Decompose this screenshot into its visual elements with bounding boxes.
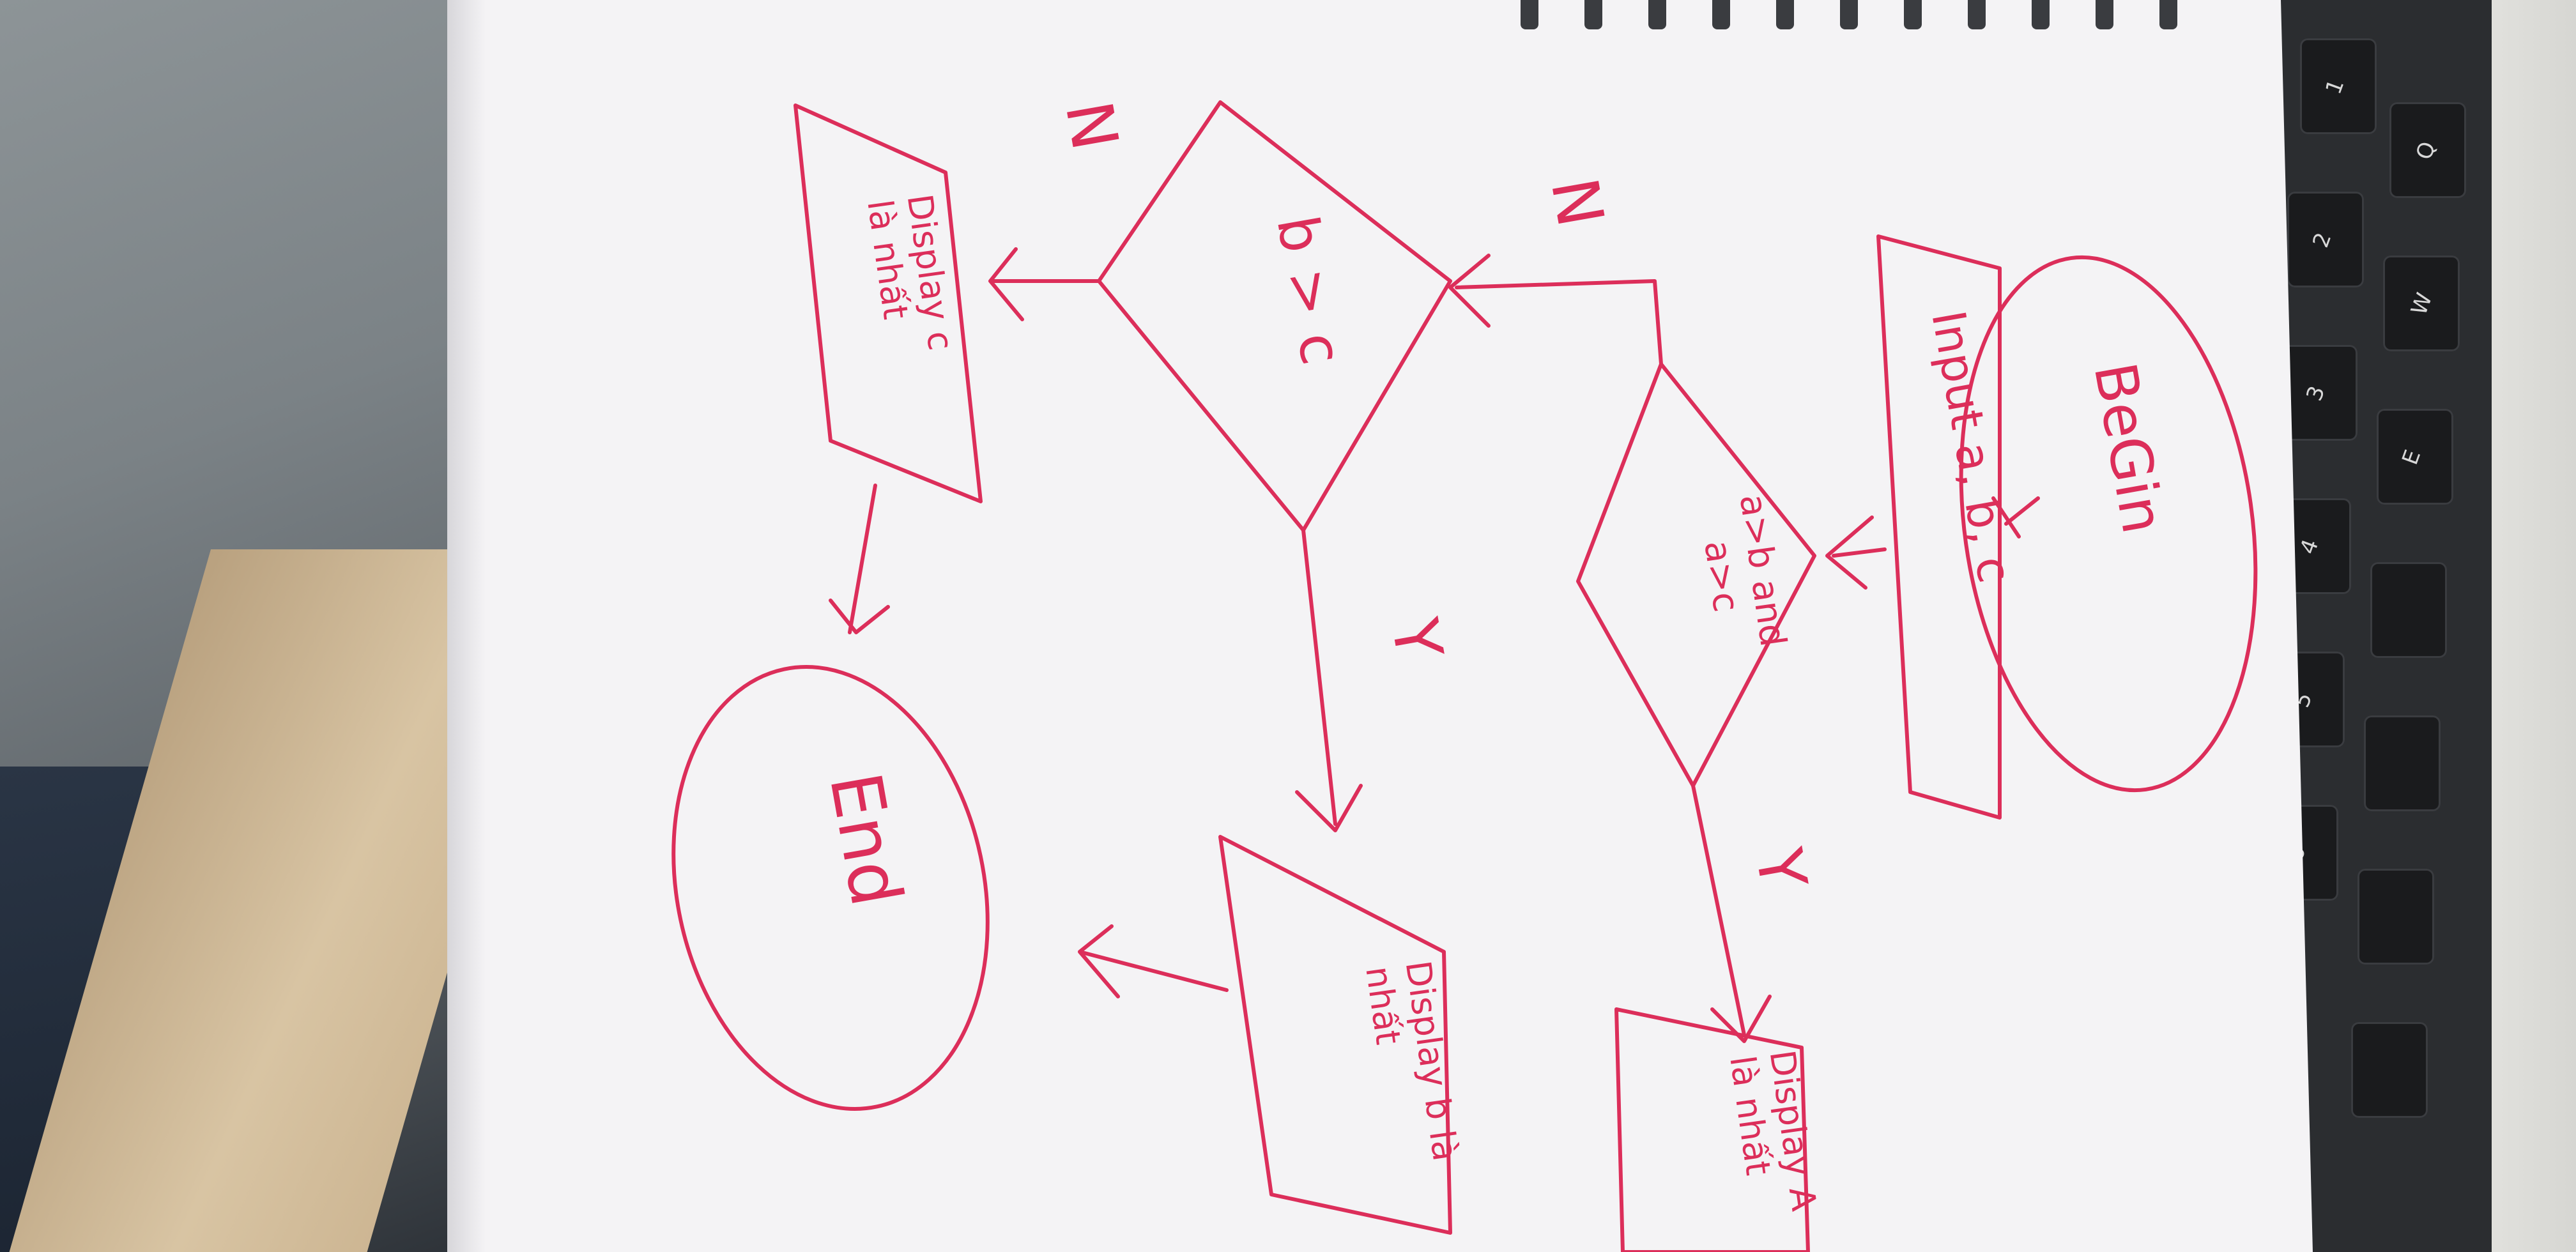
key-blank-1 — [2370, 562, 2447, 658]
paper-edge-shadow — [447, 0, 486, 1252]
key-w: W — [2383, 256, 2460, 351]
output-b-parallelogram — [1218, 835, 1452, 1235]
output-a-parallelogram — [1614, 1007, 1810, 1252]
arrow-decision2-no — [988, 247, 1101, 321]
key-1: 1 — [2300, 38, 2377, 134]
key-blank-2 — [2364, 715, 2441, 811]
arrow-begin-input — [1991, 496, 2040, 538]
output-c-parallelogram — [793, 103, 983, 503]
notebook-spiral — [1521, 0, 2287, 38]
key-3: 3 — [2281, 345, 2358, 441]
laptop-keyboard: 1 2 3 4 5 6 Q W E — [2262, 0, 2492, 1252]
arrow-outputb-end — [1078, 924, 1229, 998]
end-oval — [671, 665, 990, 1111]
begin-oval — [1959, 255, 2258, 793]
input-parallelogram — [1876, 234, 2002, 820]
key-q: Q — [2389, 102, 2466, 198]
key-blank-4 — [2351, 1022, 2428, 1118]
arrow-input-decision1 — [1825, 515, 1887, 590]
arrow-decision1-yes — [1691, 784, 1772, 1043]
arrow-decision1-no — [1448, 254, 1663, 366]
key-blank-3 — [2358, 869, 2434, 965]
arrow-outputc-end — [829, 484, 890, 634]
arrow-decision2-yes — [1295, 528, 1363, 832]
key-2: 2 — [2287, 192, 2364, 287]
notebook-paper — [447, 0, 2313, 1252]
decision2-diamond — [1097, 100, 1452, 532]
key-e: E — [2377, 409, 2453, 505]
